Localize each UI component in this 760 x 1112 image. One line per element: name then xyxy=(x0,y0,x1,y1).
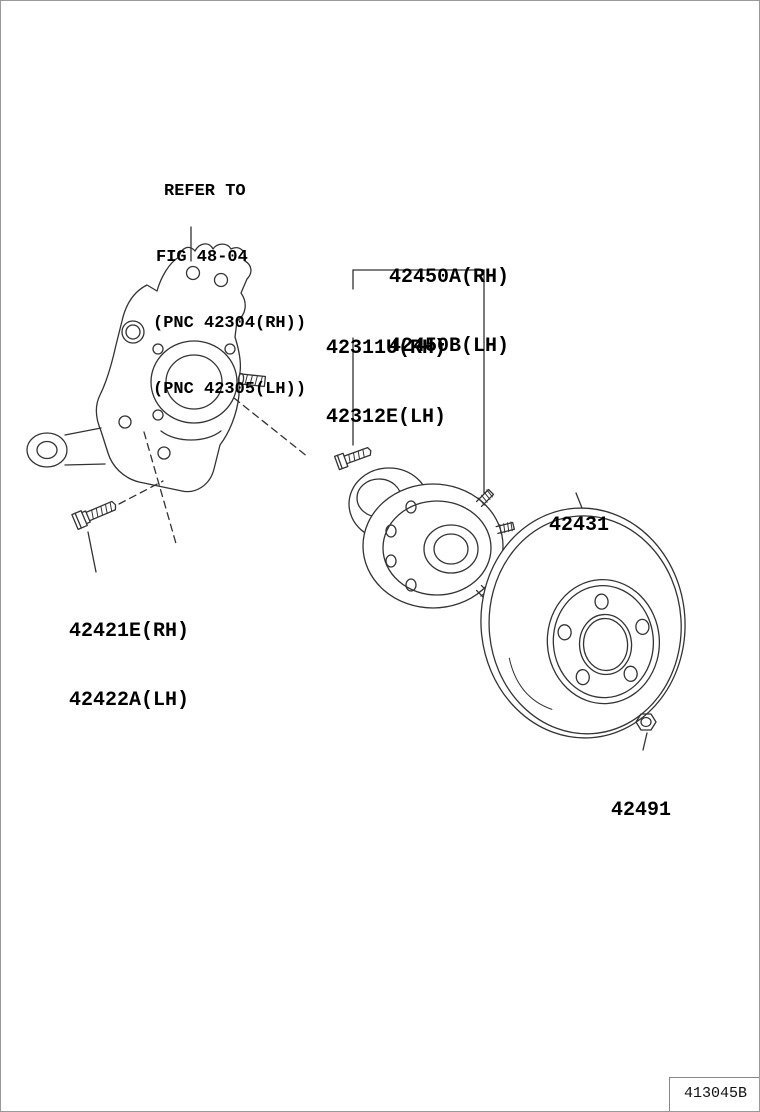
figure-code-text: 413045B xyxy=(683,1085,747,1102)
part-number-line: 42421E(RH) xyxy=(69,620,190,643)
label-hub-bolt: 42311U(RH) 42312E(LH) xyxy=(326,291,446,475)
rear-axle-carrier-drawing xyxy=(26,243,267,493)
hub-nut-drawing xyxy=(635,713,657,731)
label-carrier-mount-bolt: 42421E(RH) 42422A(LH) xyxy=(69,574,189,758)
label-hub-bearing-assembly: 42450A(RH) 42450B(LH) xyxy=(389,220,509,404)
part-number-line: 42431 xyxy=(549,514,610,537)
refer-note: REFER TO FIG 48-04 (PNC 42304(RH)) (PNC … xyxy=(153,137,306,445)
part-number-line: 42450A(RH) xyxy=(389,266,510,289)
refer-note-line: FIG 48-04 xyxy=(156,248,248,267)
bushing-outer xyxy=(26,432,68,468)
knuckle-stud xyxy=(237,372,267,388)
part-number-line: 42450B(LH) xyxy=(389,335,510,358)
label-hub-nut: 42491 xyxy=(611,753,671,868)
part-number-line: 42311U(RH) xyxy=(326,337,447,360)
leader-lines xyxy=(87,226,648,751)
axle-hub-drawing xyxy=(348,467,515,609)
wheel-stud xyxy=(475,488,495,508)
bushing-inner xyxy=(36,440,58,460)
refer-note-line: REFER TO xyxy=(164,182,246,201)
part-number-line: 42491 xyxy=(611,799,672,822)
hub-mount-bolt-drawing xyxy=(333,446,372,471)
refer-note-line: (PNC 42305(LH)) xyxy=(153,380,307,399)
part-number-line: 42312E(LH) xyxy=(326,406,447,429)
figure-code: 413045B xyxy=(668,1077,759,1111)
carrier-mount-bolt-drawing xyxy=(71,500,117,531)
refer-note-line: (PNC 42304(RH)) xyxy=(153,314,307,333)
brake-disc-drawing xyxy=(480,507,686,739)
part-number-line: 42422A(LH) xyxy=(69,689,190,712)
label-brake-disc: 42431 xyxy=(549,468,609,583)
wheel-stud xyxy=(495,521,515,535)
